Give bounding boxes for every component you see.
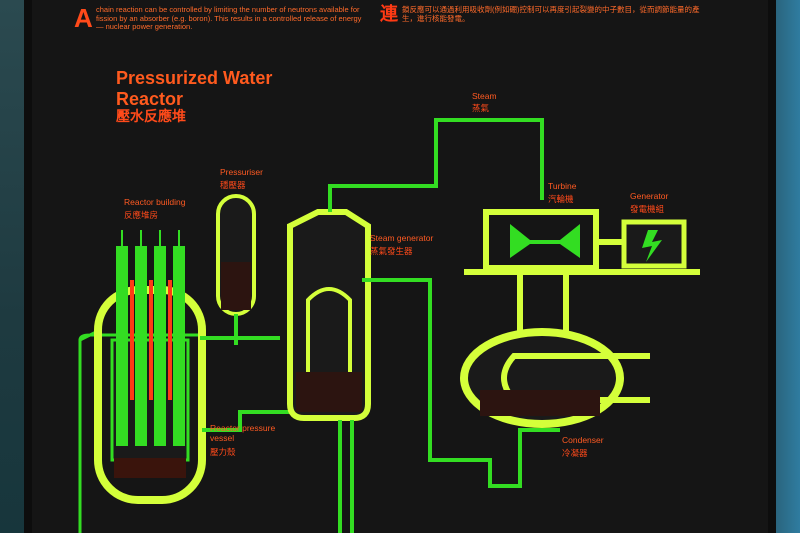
label-generator-zh: 發電機組 [630,204,665,214]
pressuriser-water [221,262,251,310]
label-condenser: Condenser [562,435,604,445]
intro-dropcap: A [74,3,93,33]
core-hot-zone [114,458,186,478]
diagram-title: Pressurized Water Reactor [116,68,273,109]
label-steam-generator: Steam generator [370,233,434,243]
intro-zh-dropcap: 連 [380,4,398,24]
label-turbine-zh: 汽輪機 [548,194,574,204]
lightning-icon [642,230,662,262]
label-pressure-vessel: Reactor pressure vessel [210,423,276,443]
label-steam: Steam [472,91,497,101]
diagram-title-zh: 壓水反應堆 [116,108,186,124]
label-reactor-building: Reactor building [124,197,186,207]
feedwater-down-pipe [338,420,354,533]
label-turbine: Turbine [548,181,577,191]
steam-generator-water [296,372,362,412]
label-pressuriser: Pressuriser [220,167,263,177]
label-steam-zh: 蒸氣 [472,103,490,113]
steam-generator-u-tube [306,287,352,400]
control-rods [116,230,185,446]
label-steam-generator-zh: 蒸氣發生器 [370,246,413,256]
turbine-rotor [510,224,580,258]
condenser-water [480,390,600,416]
label-pressuriser-zh: 穩壓器 [220,180,246,190]
steam-line [328,118,544,212]
label-generator: Generator [630,191,669,201]
label-condenser-zh: 冷凝器 [562,448,588,458]
intro-text: chain reaction can be controlled by limi… [96,5,362,32]
label-reactor-building-zh: 反應堆房 [124,210,159,220]
intro-zh-text: 鎖反應可以通過利用吸收劑(例如硼)控制可以再度引起裂變的中子數目，從而調節能量的… [402,5,700,23]
feedwater-line [362,278,560,488]
label-pressure-vessel-zh: 壓力殼 [210,447,236,457]
primary-loop-cold-leg [202,360,298,432]
